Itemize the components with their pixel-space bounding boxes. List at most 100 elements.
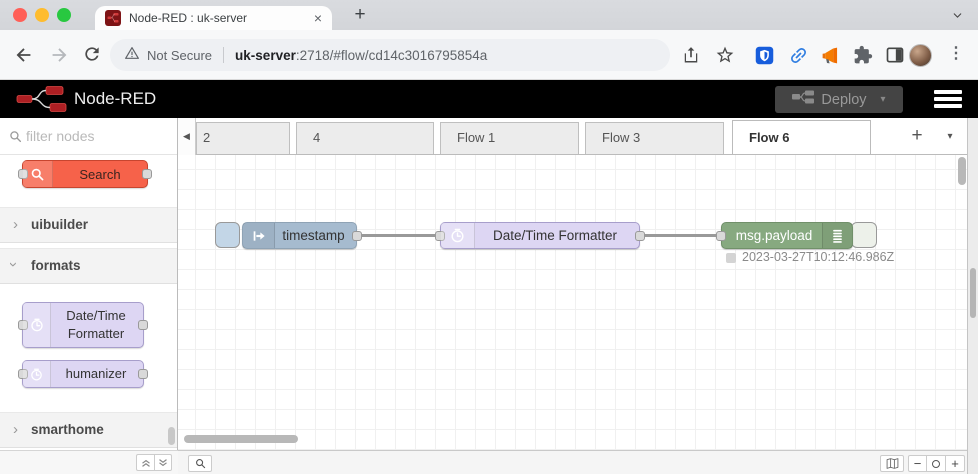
zoom-in-button[interactable]: +	[946, 455, 965, 472]
node-label: Date/Time Formatter	[492, 228, 618, 243]
palette-node-humanizer[interactable]: humanizer	[18, 360, 148, 388]
node-label: Date/Time Formatter	[66, 308, 126, 341]
node-red-logo-icon	[16, 85, 68, 118]
node-output-port	[142, 169, 152, 179]
expand-all-categories-button[interactable]	[154, 454, 172, 471]
zoom-reset-button[interactable]	[927, 455, 946, 472]
security-label: Not Secure	[147, 47, 213, 63]
extensions-puzzle-icon[interactable]	[853, 45, 873, 70]
palette-category-uibuilder[interactable]: › uibuilder	[0, 207, 177, 243]
palette-node-datetime-formatter[interactable]: Date/Time Formatter	[18, 302, 148, 348]
reload-icon[interactable]	[82, 44, 104, 66]
flow-tab-flow3[interactable]: Flow 3	[585, 122, 724, 154]
debug-list-icon	[822, 223, 852, 248]
not-secure-warning-icon[interactable]	[124, 45, 140, 66]
tab-title: Node-RED : uk-server	[129, 11, 248, 25]
minimize-window-button[interactable]	[35, 8, 49, 22]
zoom-reset-icon	[932, 459, 940, 468]
palette-body: Search › uibuilder › formats Date/Time F…	[0, 155, 177, 450]
flow-tab-4[interactable]: 4	[296, 122, 434, 154]
bookmark-star-icon[interactable]	[715, 45, 735, 70]
flow-tab-flow6-active[interactable]: Flow 6	[732, 120, 871, 154]
link-extension-icon[interactable]	[788, 45, 809, 71]
flow-list-caret-icon[interactable]: ▾	[947, 131, 953, 142]
inject-trigger-button[interactable]	[215, 222, 240, 248]
add-flow-button[interactable]: +	[911, 125, 923, 146]
browser-tab[interactable]: Node-RED : uk-server ×	[95, 6, 332, 30]
url-path: :2718/#flow/cd14c3016795854a	[295, 47, 488, 63]
workspace: ◀ 2 4 Flow 1 Flow 3 Flow 6 + ▾ timestamp	[178, 118, 968, 474]
browser-toolbar: Not Secure uk-server :2718/#flow/cd14c30…	[0, 30, 978, 80]
search-icon	[23, 161, 53, 187]
canvas-horizontal-scrollbar[interactable]	[184, 435, 298, 443]
debug-node-msg-payload[interactable]: msg.payload	[716, 222, 853, 249]
fullscreen-window-button[interactable]	[57, 8, 71, 22]
node-input-port[interactable]	[435, 231, 445, 241]
palette-scrollbar[interactable]	[168, 427, 175, 445]
search-icon	[10, 131, 22, 143]
chevron-right-icon: ›	[13, 421, 18, 438]
flow-tab-partial[interactable]: 2	[196, 122, 290, 154]
canvas-vertical-scrollbar[interactable]	[958, 157, 966, 185]
flow-tab-label: Flow 6	[749, 130, 790, 145]
url-bar[interactable]: Not Secure uk-server :2718/#flow/cd14c30…	[110, 39, 670, 71]
node-output-port[interactable]	[635, 231, 645, 241]
node-input-port[interactable]	[716, 231, 726, 241]
node-label: timestamp	[282, 228, 345, 243]
palette-category-smarthome[interactable]: › smarthome	[0, 412, 177, 448]
node-label: msg.payload	[735, 228, 813, 243]
macos-titlebar: Node-RED : uk-server × +	[0, 0, 978, 30]
node-output-port	[138, 369, 148, 379]
flow-tab-label: 4	[313, 130, 321, 145]
search-flows-button[interactable]	[188, 455, 212, 472]
node-red-header: Node-RED Deploy ▾	[0, 80, 978, 118]
node-label: humanizer	[65, 366, 127, 381]
browser-menu-icon[interactable]: ⋮	[948, 45, 964, 62]
node-label: Search	[79, 166, 121, 182]
palette-footer	[0, 450, 178, 474]
collapse-all-categories-button[interactable]	[136, 454, 154, 471]
debug-toggle-button[interactable]	[851, 222, 877, 248]
share-icon[interactable]	[681, 45, 701, 70]
category-label: uibuilder	[31, 217, 88, 232]
zoom-out-button[interactable]: −	[908, 455, 927, 472]
category-label: smarthome	[31, 422, 104, 437]
flow-tab-label: 2	[203, 130, 211, 145]
palette-node-search[interactable]: Search	[18, 160, 152, 188]
node-output-port[interactable]	[352, 231, 362, 241]
wire[interactable]	[359, 234, 443, 237]
side-panel-icon[interactable]	[885, 45, 905, 70]
flow-tab-flow1[interactable]: Flow 1	[440, 122, 579, 154]
node-palette: Search › uibuilder › formats Date/Time F…	[0, 118, 178, 474]
node-input-port	[18, 320, 28, 330]
new-tab-button[interactable]: +	[354, 4, 366, 25]
flow-tabbar: ◀ 2 4 Flow 1 Flow 3 Flow 6 + ▾	[178, 118, 967, 155]
deploy-label: Deploy	[821, 91, 867, 108]
filter-nodes-input[interactable]	[26, 123, 166, 149]
close-window-button[interactable]	[13, 8, 27, 22]
app-title: Node-RED	[74, 89, 157, 108]
node-output-port	[138, 320, 148, 330]
forward-icon[interactable]	[48, 44, 70, 66]
node-status-text: 2023-03-27T10:12:46.986Z	[742, 250, 895, 264]
palette-category-formats[interactable]: › formats	[0, 248, 177, 284]
deploy-options-caret-icon[interactable]: ▾	[880, 94, 886, 105]
main-menu-icon[interactable]	[934, 90, 962, 111]
back-icon[interactable]	[13, 44, 35, 66]
flow-canvas[interactable]: timestamp Date/Time Formatter msg.payloa…	[178, 155, 967, 450]
node-red-favicon-icon	[105, 10, 121, 26]
deploy-button[interactable]: Deploy ▾	[775, 86, 903, 113]
profile-avatar[interactable]	[909, 44, 932, 67]
wire[interactable]	[642, 234, 724, 237]
megaphone-extension-icon[interactable]	[820, 45, 841, 71]
inject-node-timestamp[interactable]: timestamp	[242, 222, 362, 249]
tab-close-icon[interactable]: ×	[313, 10, 322, 26]
page-scrollbar-thumb[interactable]	[970, 268, 976, 318]
tab-overview-chevron-icon[interactable]	[951, 9, 964, 27]
clock-icon	[441, 223, 475, 248]
datetime-formatter-node[interactable]: Date/Time Formatter	[435, 222, 645, 249]
scroll-tabs-left-button[interactable]: ◀	[178, 118, 196, 155]
navigator-map-button[interactable]	[880, 455, 904, 472]
password-manager-extension-icon[interactable]	[754, 45, 775, 71]
